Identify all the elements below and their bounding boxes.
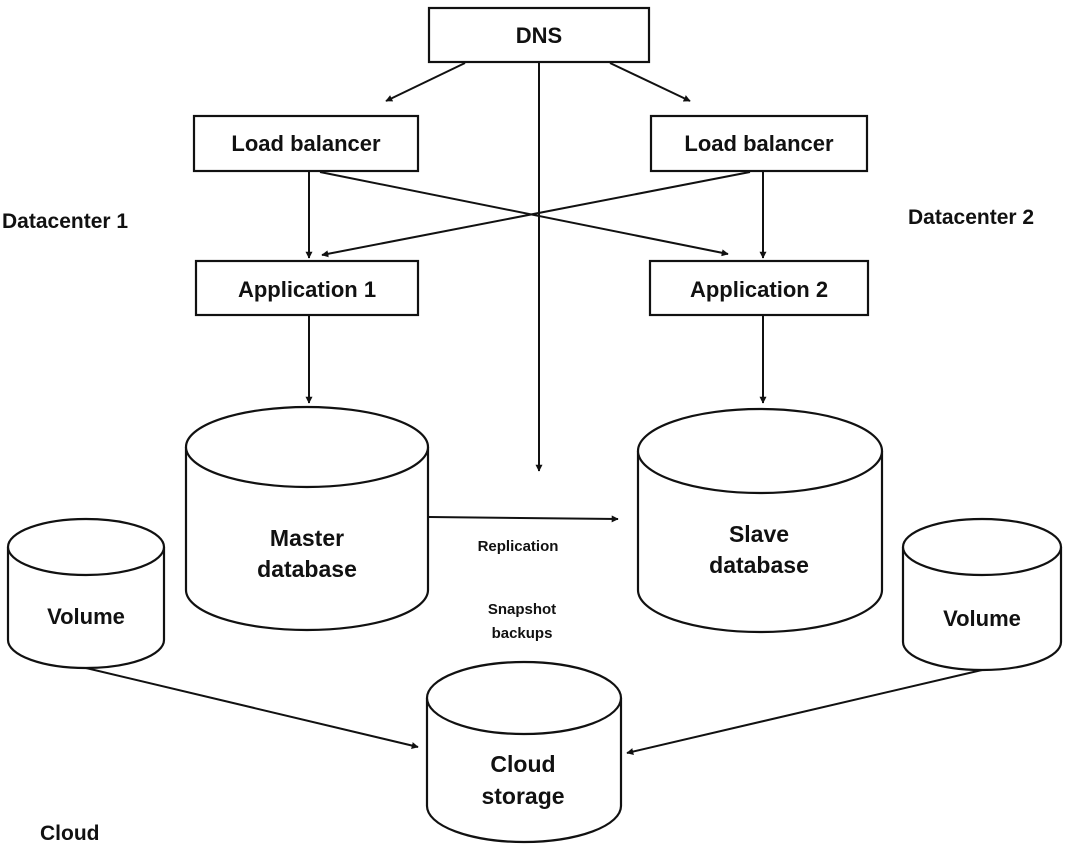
edge-dns-to-lb-right	[609, 62, 691, 102]
node-master-db: Master database	[184, 405, 430, 632]
node-cloud-storage: Cloud storage	[425, 660, 623, 844]
volume-left-label: Volume	[47, 604, 125, 629]
master-db-cylinder	[184, 405, 430, 632]
cloud-storage-label-line-2: storage	[481, 783, 564, 809]
dns-box	[427, 6, 651, 64]
master-db-label-line-2: database	[257, 556, 357, 582]
dns-label: DNS	[516, 23, 562, 48]
node-lb-right: Load balancer	[649, 114, 869, 173]
node-slave-db: Slave database	[636, 407, 884, 634]
lb-right-label: Load balancer	[684, 131, 834, 156]
node-app1: Application 1	[194, 259, 420, 317]
volume-right-cylinder-rim	[901, 546, 1063, 577]
edge-volume-right-to-cloud	[626, 669, 983, 755]
cloud-storage-cylinder-rim	[425, 697, 623, 736]
lb-left-box	[192, 114, 420, 173]
edge-volume-left-to-cloud	[85, 667, 419, 749]
slave-db-label-line-1: Slave	[729, 521, 789, 547]
edge-lb-right-to-app1	[321, 171, 751, 258]
snapshot-label-line-1: Snapshot	[488, 601, 556, 618]
master-db-label-line-1: Master	[270, 525, 344, 551]
app2-label: Application 2	[690, 277, 828, 302]
node-volume-left: Volume	[6, 517, 166, 670]
volume-left-cylinder	[6, 517, 166, 670]
master-db-cylinder-rim	[184, 446, 430, 489]
volume-right-label: Volume	[943, 606, 1021, 631]
region-datacenter-1: Datacenter 1	[2, 210, 128, 233]
edges	[85, 62, 983, 755]
volume-left-cylinder-rim	[6, 546, 166, 577]
region-datacenter-2: Datacenter 2	[908, 206, 1034, 229]
snapshot-label-line-2: backups	[492, 625, 553, 642]
node-lb-left: Load balancer	[192, 114, 420, 173]
volume-right-cylinder	[901, 517, 1063, 672]
lb-right-box	[649, 114, 869, 173]
lb-left-label: Load balancer	[231, 131, 381, 156]
replication-label: Replication	[478, 538, 559, 555]
cloud-storage-label-line-1: Cloud	[490, 751, 555, 777]
edge-replication	[428, 515, 619, 523]
node-volume-right: Volume	[901, 517, 1063, 672]
edge-dns-to-lb-left	[385, 62, 466, 102]
node-app2: Application 2	[648, 259, 870, 317]
app1-box	[194, 259, 420, 317]
slave-db-label-line-2: database	[709, 552, 809, 578]
edge-lb-left-to-app2	[319, 171, 729, 257]
region-cloud: Cloud	[40, 822, 99, 845]
app1-label: Application 1	[238, 277, 376, 302]
node-dns: DNS	[427, 6, 651, 64]
slave-db-cylinder-rim	[636, 450, 884, 495]
app2-box	[648, 259, 870, 317]
